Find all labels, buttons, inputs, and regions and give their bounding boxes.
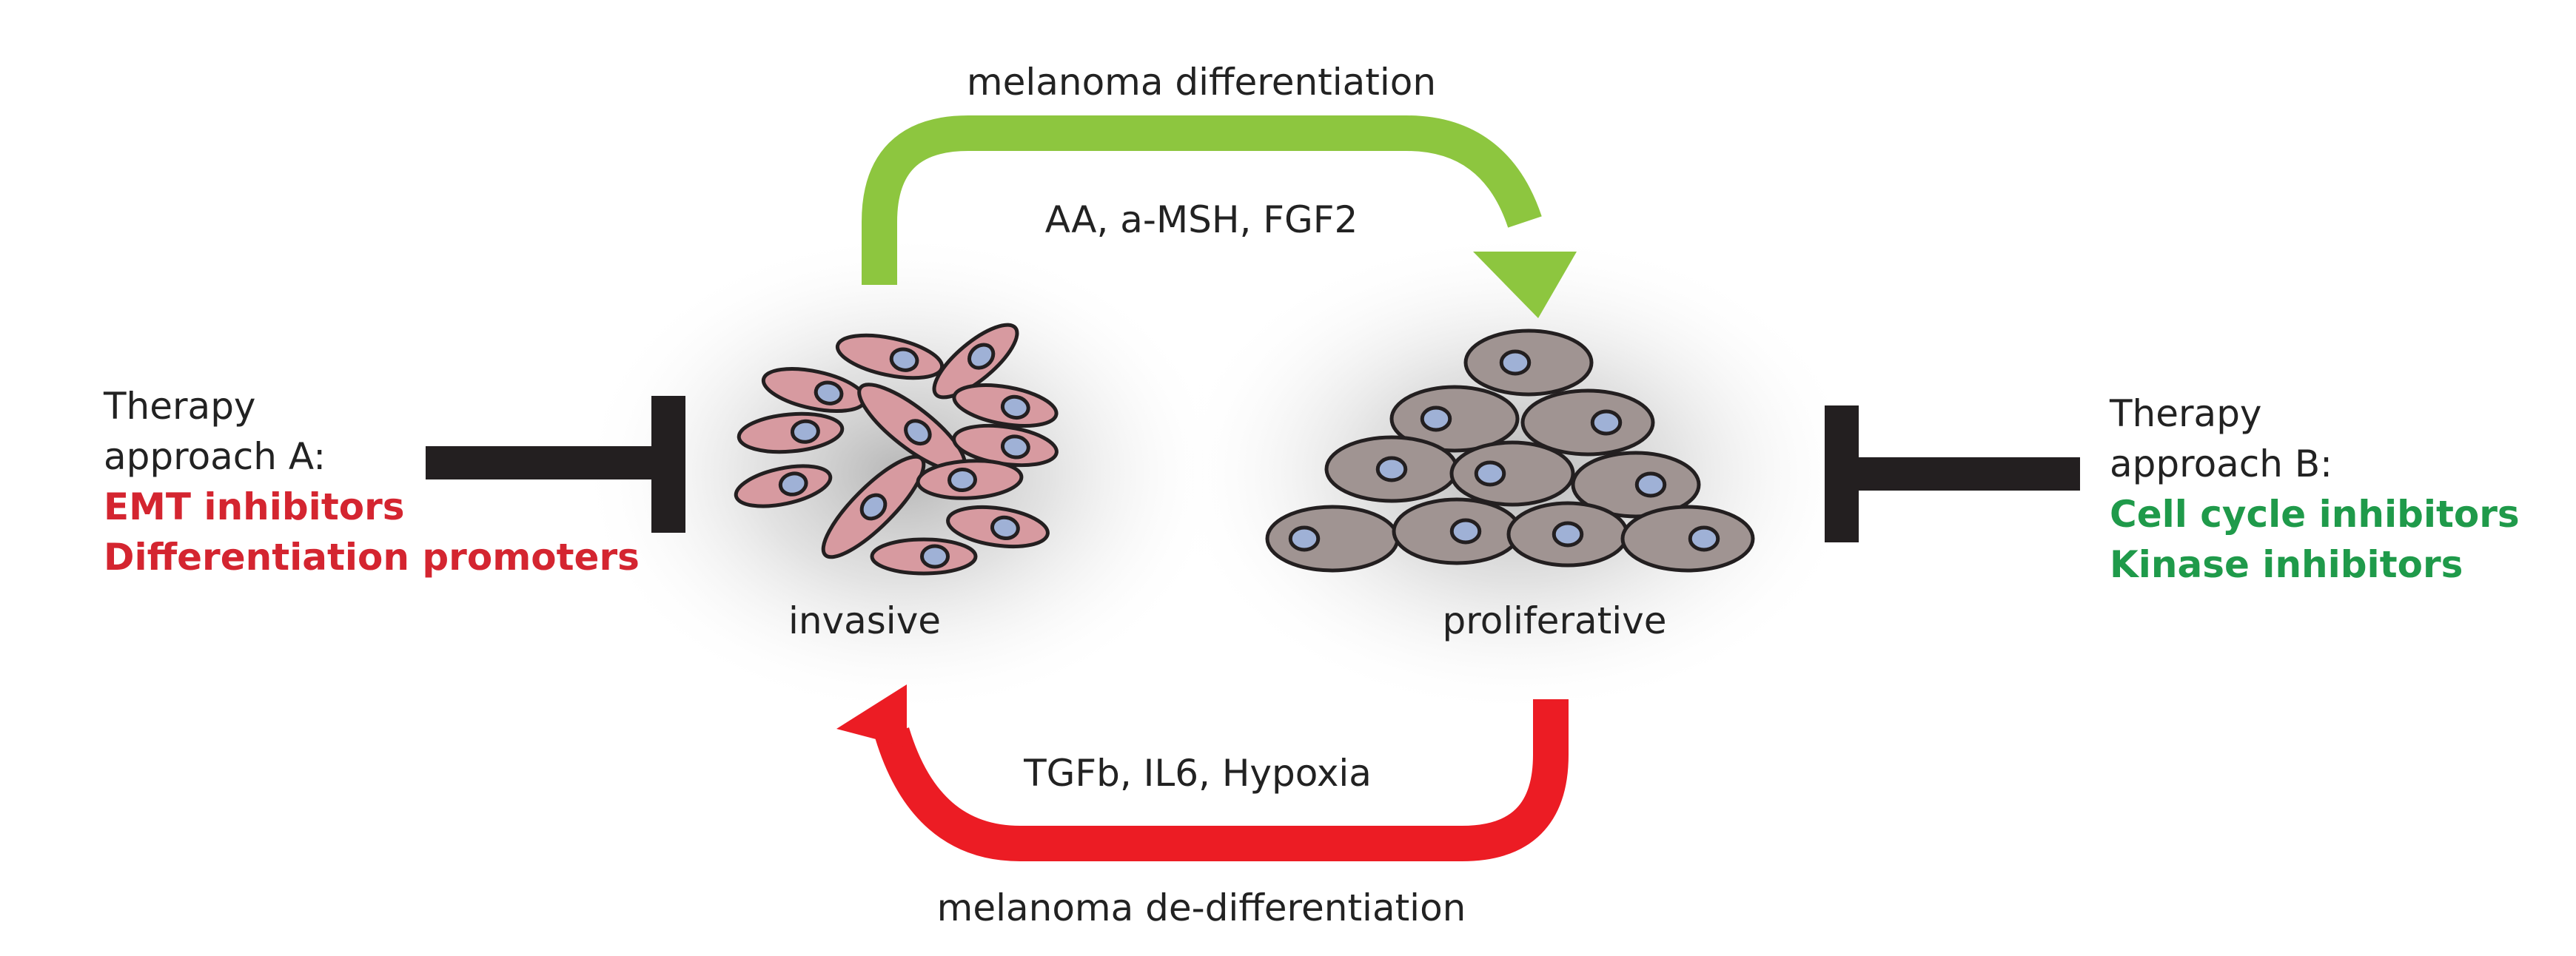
invasive-cell — [916, 459, 1024, 500]
therapy-approach-a: Therapy approach A: EMT inhibitors Diffe… — [104, 381, 640, 582]
therapy-a-line2: approach A: — [104, 435, 326, 478]
invasive-cell — [737, 411, 845, 454]
invasive-cell — [821, 454, 926, 559]
invasive-cell — [946, 505, 1050, 549]
proliferative-cell — [1463, 329, 1594, 397]
differentiation-factors-label: AA, a-MSH, FGF2 — [1044, 198, 1358, 241]
differentiation-arrowhead-icon — [1473, 252, 1577, 318]
t-bar-inhibitor-icon — [426, 396, 685, 533]
dedifferentiation-arrowhead-icon — [836, 684, 907, 747]
invasive-cell — [932, 323, 1019, 400]
proliferative-cell — [1389, 385, 1520, 453]
proliferative-state-label: proliferative — [1442, 599, 1667, 642]
dedifferentiation-process-label: melanoma de-differentiation — [936, 886, 1466, 929]
therapy-b-line1: Therapy — [2110, 392, 2262, 435]
differentiation-process-label: melanoma differentiation — [966, 61, 1437, 104]
invasive-cell — [734, 464, 833, 508]
proliferative-cell — [1506, 501, 1629, 568]
proliferative-cell — [1392, 497, 1522, 565]
proliferative-cell-cluster — [1265, 329, 1755, 573]
invasive-cell — [857, 383, 967, 473]
therapy-a-differentiation-promoters: Differentiation promoters — [104, 536, 640, 579]
therapy-b-kinase-inhibitors: Kinase inhibitors — [2110, 543, 2463, 586]
dedifferentiation-factors-label: TGFb, IL6, Hypoxia — [1024, 752, 1372, 795]
therapy-b-line2: approach B: — [2110, 442, 2333, 485]
invasive-cell — [870, 537, 978, 576]
invasive-cell — [952, 423, 1059, 468]
t-bar-inhibitor-icon — [1825, 405, 2080, 542]
therapy-a-line1: Therapy — [104, 385, 256, 428]
therapy-b-cell-cycle-inhibitors: Cell cycle inhibitors — [2110, 493, 2520, 536]
differentiation-arrow — [862, 115, 1542, 285]
proliferative-cell — [1324, 435, 1459, 503]
proliferative-cell — [1449, 440, 1575, 507]
proliferative-cell — [1571, 451, 1701, 519]
therapy-a-emt-inhibitors: EMT inhibitors — [104, 485, 405, 528]
invasive-cell — [952, 383, 1059, 428]
therapy-approach-b: Therapy approach B: Cell cycle inhibitor… — [2110, 388, 2520, 590]
dedifferentiation-arrow — [875, 699, 1569, 861]
invasive-state-label: invasive — [788, 599, 942, 642]
proliferative-cell — [1265, 505, 1400, 573]
proliferative-cell — [1620, 505, 1755, 573]
invasive-cell-cluster — [734, 323, 1059, 576]
proliferative-cell — [1520, 388, 1655, 457]
